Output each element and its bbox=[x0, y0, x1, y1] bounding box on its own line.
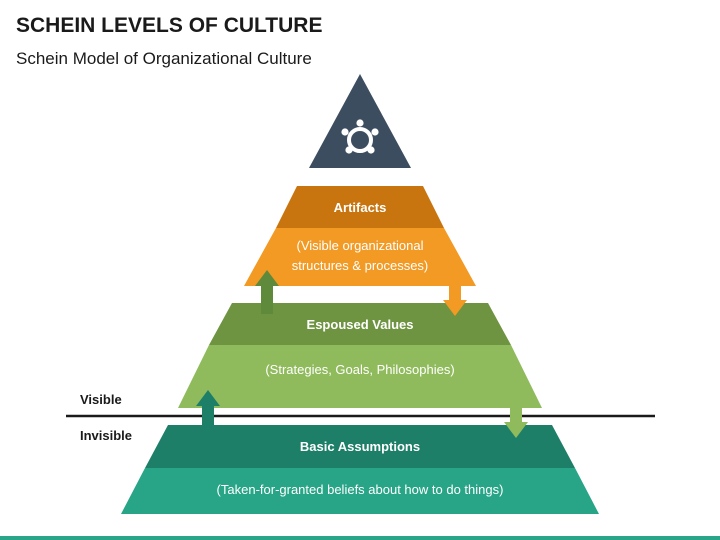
arrow-down-artifacts-to-values bbox=[443, 276, 467, 316]
arrow-up-assumptions-to-values bbox=[196, 390, 220, 434]
artifacts-body-band bbox=[244, 228, 476, 286]
footer-accent-bar bbox=[0, 536, 720, 540]
arrow-up-values-to-artifacts bbox=[255, 270, 279, 314]
visible-label: Visible bbox=[80, 392, 122, 407]
espoused-values-header-band bbox=[209, 303, 511, 345]
espoused-values-description: (Strategies, Goals, Philosophies) bbox=[265, 362, 454, 377]
people-circle-icon bbox=[341, 119, 379, 154]
artifacts-description-line-2: structures & processes) bbox=[292, 258, 429, 273]
espoused-values-body-band bbox=[178, 345, 542, 408]
invisible-label: Invisible bbox=[80, 428, 132, 443]
artifacts-header-band bbox=[276, 186, 444, 228]
arrow-down-values-to-assumptions bbox=[504, 396, 528, 438]
espoused-values-title: Espoused Values bbox=[307, 317, 414, 332]
artifacts-title: Artifacts bbox=[334, 200, 387, 215]
basic-assumptions-description: (Taken-for-granted beliefs about how to … bbox=[217, 482, 504, 497]
artifacts-description-line-1: (Visible organizational bbox=[297, 238, 424, 253]
basic-assumptions-title: Basic Assumptions bbox=[300, 439, 420, 454]
basic-assumptions-body-band bbox=[121, 468, 599, 514]
page-title: SCHEIN LEVELS OF CULTURE bbox=[16, 14, 323, 37]
basic-assumptions-header-band bbox=[145, 425, 575, 468]
page-subtitle: Schein Model of Organizational Culture bbox=[16, 49, 312, 68]
